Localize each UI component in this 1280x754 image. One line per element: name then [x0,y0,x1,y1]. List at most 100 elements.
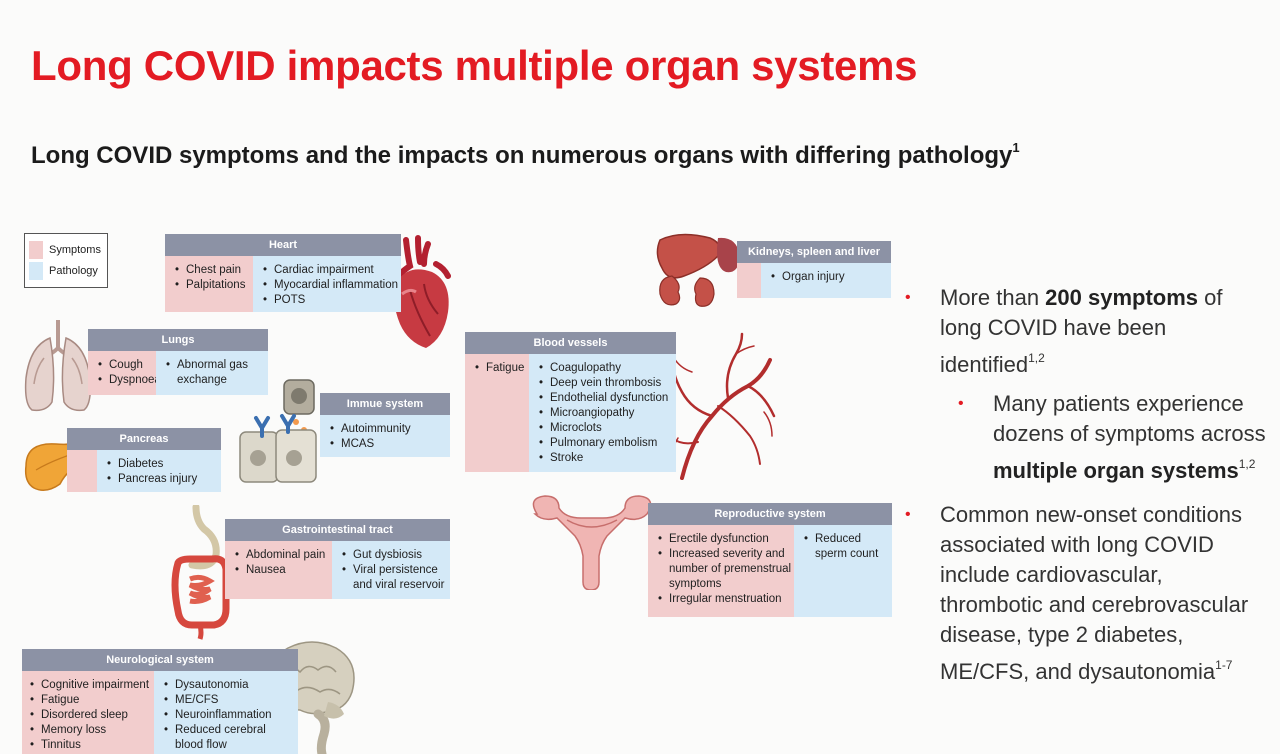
panel-reproductive: Reproductive system Erectile dysfunction… [648,503,892,617]
panel-blood-vessels: Blood vessels Fatigue CoagulopathyDeep v… [465,332,676,472]
panel-immune-title: Immue system [320,393,450,415]
bullet-list: CoagulopathyDeep vein thrombosisEndothel… [539,361,674,466]
list-item: Nausea [235,563,330,578]
list-item: Chest pain [175,263,251,278]
legend-swatch-symptoms [29,240,43,259]
panel-repro-symptoms: Erectile dysfunctionIncreased severity a… [648,525,794,617]
panel-neuro-symptoms: Cognitive impairmentFatigueDisordered sl… [22,671,154,754]
lungs-icon [24,320,92,412]
bullet-list: Abdominal painNausea [235,548,330,578]
panel-heart: Heart Chest painPalpitations Cardiac imp… [165,234,401,312]
blood-vessels-icon [669,332,776,480]
list-item: Pulmonary embolism [539,436,674,451]
list-item: Dysautonomia [164,678,296,693]
list-item: Reduced cerebral blood flow [164,723,296,753]
list-item: Coagulopathy [539,361,674,376]
panel-repro-title: Reproductive system [648,503,892,525]
panel-gi-pathology: Gut dysbiosisViral persistence and viral… [332,541,450,599]
intestines-icon [171,505,230,640]
panel-immune: Immue system AutoimmunityMCAS [320,393,450,457]
list-item: Erectile dysfunction [658,532,792,547]
list-item: Cardiac impairment [263,263,399,278]
list-item: Diabetes [107,457,219,472]
panel-kidneys-symptoms [737,263,761,298]
panel-neuro-pathology: DysautonomiaME/CFSNeuroinflammationReduc… [154,671,298,754]
bullet-list: CoughDyspnoea [98,358,161,388]
list-item: POTS [263,293,399,308]
kidney-liver-icon [656,233,740,307]
list-item: Microangiopathy [539,406,674,421]
bullet-list: Organ injury [771,270,889,285]
bullet-list: DysautonomiaME/CFSNeuroinflammationReduc… [164,678,296,753]
legend-swatch-pathology [29,261,43,280]
bullet-list: Erectile dysfunctionIncreased severity a… [658,532,792,607]
panel-kidneys-title: Kidneys, spleen and liver [737,241,891,263]
panel-pancreas-title: Pancreas [67,428,221,450]
bullet-list: Reduced sperm count [804,532,890,562]
panel-kidneys: Kidneys, spleen and liver Organ injury [737,241,891,298]
list-item: Neuroinflammation [164,708,296,723]
panel-heart-symptoms: Chest painPalpitations [165,256,253,312]
heart-icon [394,235,451,348]
list-item: Tinnitus [30,738,152,753]
list-item: Disordered sleep [30,708,152,723]
list-item: Viral persistence and viral reservoir [342,563,448,593]
panel-heart-title: Heart [165,234,401,256]
panel-immune-pathology: AutoimmunityMCAS [320,415,450,457]
list-item: Microclots [539,421,674,436]
panel-blood-title: Blood vessels [465,332,676,354]
slide-subtitle: Long COVID symptoms and the impacts on n… [31,140,1020,169]
immune-cells-icon [239,379,317,483]
legend-symptoms: Symptoms [29,239,103,260]
bullet-list: Fatigue [475,361,527,376]
legend: Symptoms Pathology [24,233,108,288]
panel-lungs-symptoms: CoughDyspnoea [88,351,161,395]
list-item: Pancreas injury [107,472,219,487]
bullet-list: Cognitive impairmentFatigueDisordered sl… [30,678,152,753]
list-item: Organ injury [771,270,889,285]
uterus-icon [532,495,652,590]
panel-kidneys-pathology: Organ injury [761,263,891,298]
panel-neurological: Neurological system Cognitive impairment… [22,649,298,754]
panel-heart-pathology: Cardiac impairmentMyocardial inflammatio… [253,256,401,312]
bullet-list: Cardiac impairmentMyocardial inflammatio… [263,263,399,308]
panel-pancreas-symptoms [67,450,97,492]
panel-repro-pathology: Reduced sperm count [794,525,892,617]
panel-pancreas-pathology: DiabetesPancreas injury [97,450,221,492]
bullet-list: AutoimmunityMCAS [330,422,448,452]
list-item: Autoimmunity [330,422,448,437]
panel-lungs-pathology: Abnormal gas exchange [156,351,268,395]
bullet-multiple-organs: Many patients experience dozens of sympt… [958,389,1270,486]
list-item: Abnormal gas exchange [166,358,266,388]
list-item: Memory loss [30,723,152,738]
panel-lungs: Lungs CoughDyspnoea Abnormal gas exchang… [88,329,268,395]
bullet-list: DiabetesPancreas injury [107,457,219,487]
bullet-list: Chest painPalpitations [175,263,251,293]
list-item: Palpitations [175,278,251,293]
bullet-symptoms-count: More than 200 symptoms of long COVID hav… [905,283,1270,380]
list-item: Fatigue [475,361,527,376]
legend-pathology: Pathology [29,260,103,281]
list-item: Reduced sperm count [804,532,890,562]
panel-gi-symptoms: Abdominal painNausea [225,541,332,599]
list-item: Gut dysbiosis [342,548,448,563]
panel-neuro-title: Neurological system [22,649,298,671]
list-item: Myocardial inflammation [263,278,399,293]
list-item: Endothelial dysfunction [539,391,674,406]
list-item: ME/CFS [164,693,296,708]
key-points: More than 200 symptoms of long COVID hav… [905,283,1270,687]
list-item: Increased severity and number of premens… [658,547,792,592]
list-item: Cough [98,358,154,373]
bullet-list: Gut dysbiosisViral persistence and viral… [342,548,448,593]
list-item: Deep vein thrombosis [539,376,674,391]
bullet-conditions: Common new-onset conditions associated w… [905,500,1270,687]
panel-lungs-title: Lungs [88,329,268,351]
panel-blood-symptoms: Fatigue [465,354,529,472]
panel-gi-title: Gastrointestinal tract [225,519,450,541]
panel-pancreas: Pancreas DiabetesPancreas injury [67,428,221,492]
list-item: Fatigue [30,693,152,708]
list-item: Abdominal pain [235,548,330,563]
panel-gi: Gastrointestinal tract Abdominal painNau… [225,519,450,599]
bullet-list: Abnormal gas exchange [166,358,266,388]
slide-title: Long COVID impacts multiple organ system… [31,42,918,89]
